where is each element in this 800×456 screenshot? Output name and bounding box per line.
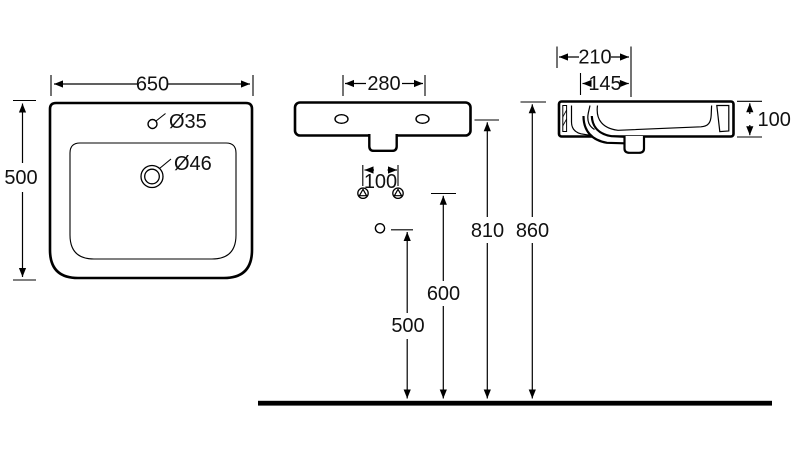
top-view-bowl-outline <box>69 142 237 260</box>
front-overflow-slot <box>716 104 730 133</box>
dim-145-label: 145 <box>588 73 621 95</box>
dim-600-height: 600 <box>427 192 460 399</box>
rear-channel-left <box>570 105 592 137</box>
dim-210-label: 210 <box>578 47 611 69</box>
faucet-hole <box>147 118 158 130</box>
faucet-hole-left <box>334 113 349 124</box>
dim-860-height: 860 <box>516 101 549 399</box>
dim-860-height-label: 860 <box>516 220 549 242</box>
side-view-body <box>557 100 735 138</box>
waste-hole-inner <box>144 168 160 185</box>
dim-280-label: 280 <box>367 73 400 95</box>
trap-outer-curve <box>582 115 625 145</box>
dim-810-height: 810 <box>471 119 504 399</box>
faucet-hole-right <box>415 113 430 124</box>
faucet-hole-dim-label: Ø35 <box>169 111 207 133</box>
rear-fixing-slot <box>562 105 568 132</box>
slot-hatch <box>562 109 567 118</box>
bowl-section-profile <box>596 105 713 131</box>
floor-line <box>258 400 772 406</box>
dim-100-spacing: 100 <box>362 165 399 193</box>
dim-145: 145 <box>579 73 629 95</box>
dim-100-edge: 100 <box>737 100 791 138</box>
faucet-hole-leader <box>155 113 166 122</box>
waste-hole-outer <box>140 164 164 189</box>
waste-hole-leader <box>159 158 172 169</box>
dim-650-label: 650 <box>136 74 169 96</box>
fixing-holes <box>357 187 404 200</box>
dim-500-depth: 500 <box>4 99 38 281</box>
waste-spigot <box>368 134 398 152</box>
side-view: 210 145 100 <box>556 46 791 154</box>
dim-280: 280 <box>342 73 426 96</box>
dim-500-depth-label: 500 <box>4 167 37 189</box>
dim-650: 650 <box>50 74 254 96</box>
front-view-body <box>293 101 472 137</box>
dim-100-spacing-label: 100 <box>364 171 397 193</box>
top-view: Ø35 Ø46 650 500 <box>4 74 254 281</box>
dim-100-edge-label: 100 <box>758 109 791 131</box>
top-view-outer-outline <box>48 101 254 280</box>
dim-210: 210 <box>556 46 632 97</box>
slot-hatch <box>562 118 567 127</box>
dim-810-height-label: 810 <box>471 220 504 242</box>
waste-outlet-point <box>374 222 386 234</box>
rear-channel-right <box>587 105 595 131</box>
waste-hole-dim-label: Ø46 <box>174 153 212 175</box>
trap-inner-curve <box>590 115 625 138</box>
front-view: 280 100 500 <box>293 73 549 399</box>
dim-500-height: 500 <box>391 229 425 399</box>
side-waste-spigot <box>623 136 646 154</box>
dim-600-height-label: 600 <box>427 283 460 305</box>
dim-500-height-label: 500 <box>391 315 424 337</box>
